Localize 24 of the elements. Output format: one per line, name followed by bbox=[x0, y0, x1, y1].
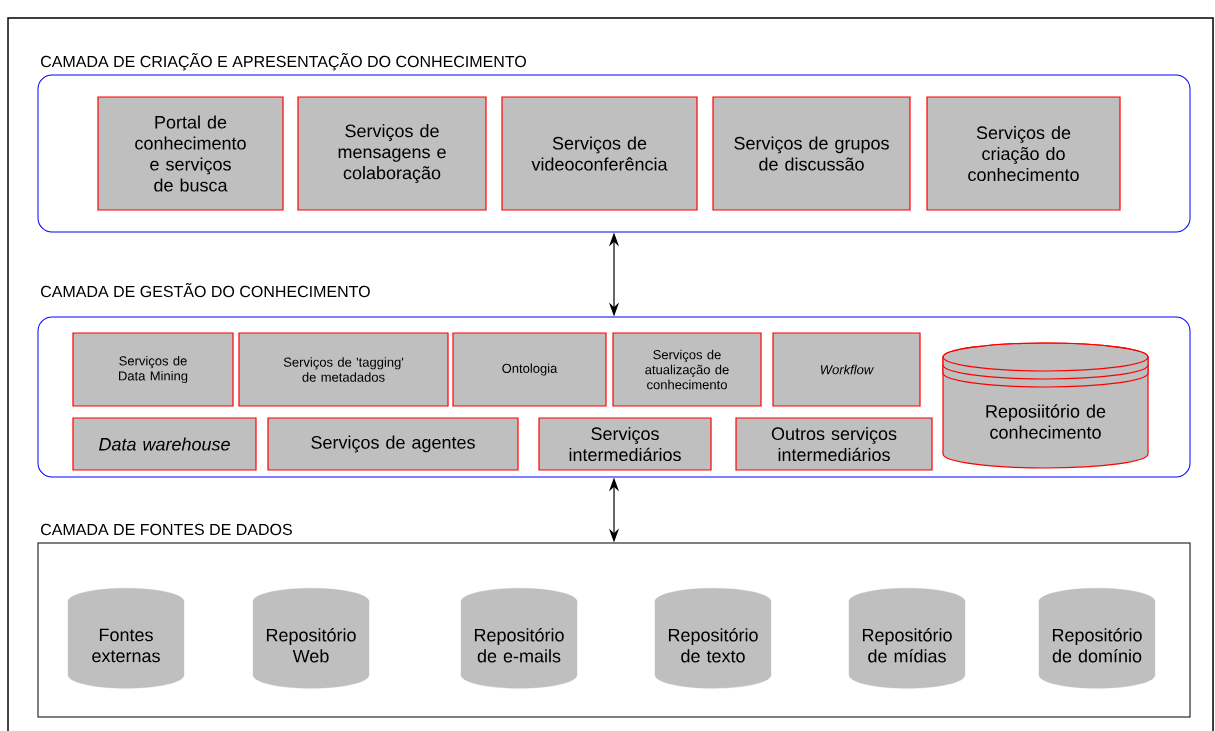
service-box: Serviços de Data Mining bbox=[72, 332, 234, 407]
service-box: Data warehouse bbox=[72, 417, 257, 471]
service-box: Ontologia bbox=[452, 332, 607, 407]
service-box: Serviços de atualização de conhecimento bbox=[612, 332, 762, 407]
database-cylinder: Reposiitório de conhecimento bbox=[942, 342, 1149, 469]
database-cylinder: Repositório de mídias bbox=[848, 588, 966, 689]
database-cylinder: Repositório de e-mails bbox=[460, 588, 578, 689]
node-label: CAMADA DE CRIAÇÃO E APRESENTAÇÃO DO CONHECIMENTO bbox=[41, 52, 527, 71]
database-cylinder: Repositório Web bbox=[252, 588, 370, 689]
service-box: Serviços intermediários bbox=[538, 417, 712, 471]
database-cylinder: Repositório de texto bbox=[654, 588, 772, 689]
service-box: Serviços de agentes bbox=[267, 417, 519, 471]
node-label: CAMADA DE GESTÃO DO CONHECIMENTO bbox=[41, 282, 370, 298]
service-box: Serviços de grupos de discussão bbox=[712, 96, 911, 211]
service-box: Workflow bbox=[772, 332, 921, 407]
service-box: Serviços de videoconferência bbox=[501, 96, 698, 211]
node-label: CAMADA DE FONTES DE DADOS bbox=[41, 523, 292, 536]
database-cylinder: Repositório de domínio bbox=[1038, 588, 1156, 689]
service-box: Serviços de criação do conhecimento bbox=[926, 96, 1121, 211]
service-box: Serviços de mensagens e colaboração bbox=[297, 96, 487, 211]
service-box: Serviços de 'tagging' de metadados bbox=[238, 332, 449, 407]
service-box: Portal de conhecimento e serviços de busca bbox=[97, 96, 284, 211]
database-cylinder: Fontes externas bbox=[67, 588, 185, 689]
service-box: Outros serviços intermediários bbox=[735, 417, 933, 471]
